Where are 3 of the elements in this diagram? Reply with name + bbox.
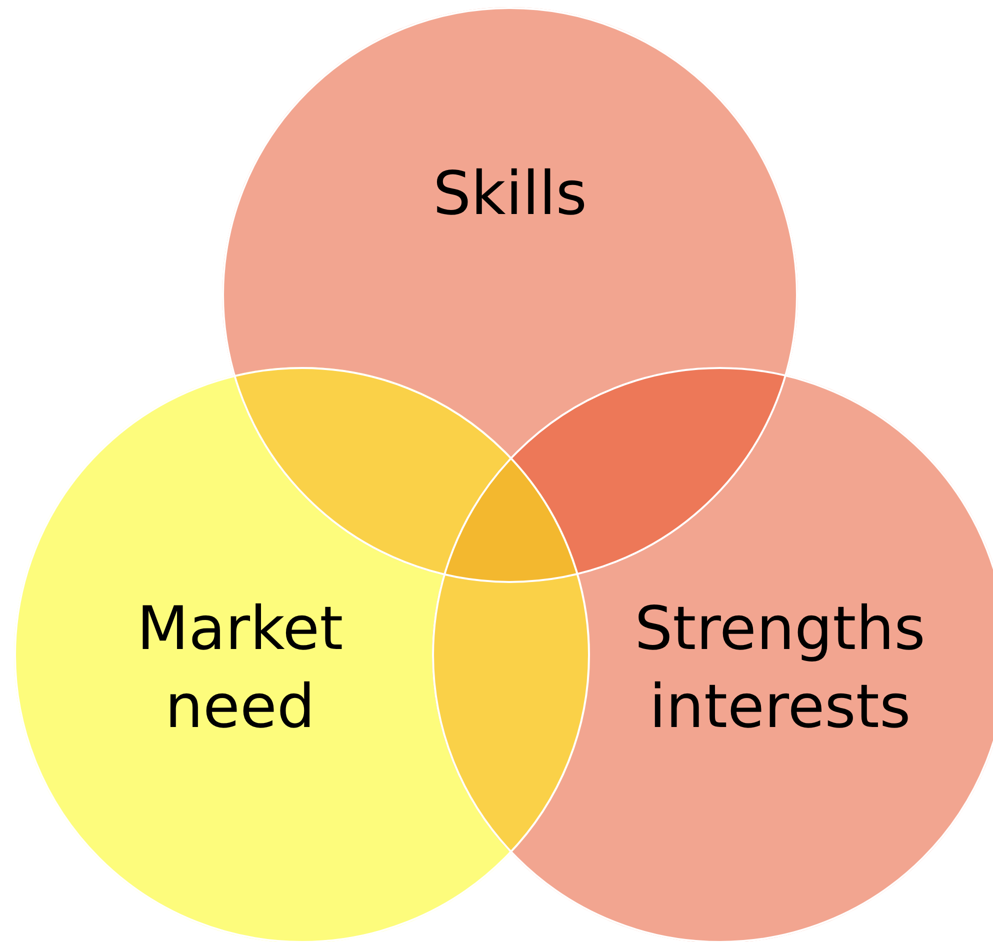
circle-label: Market need <box>100 590 380 746</box>
circle-label: Skills <box>360 155 660 233</box>
circle-label: Strengths interests <box>600 590 960 746</box>
